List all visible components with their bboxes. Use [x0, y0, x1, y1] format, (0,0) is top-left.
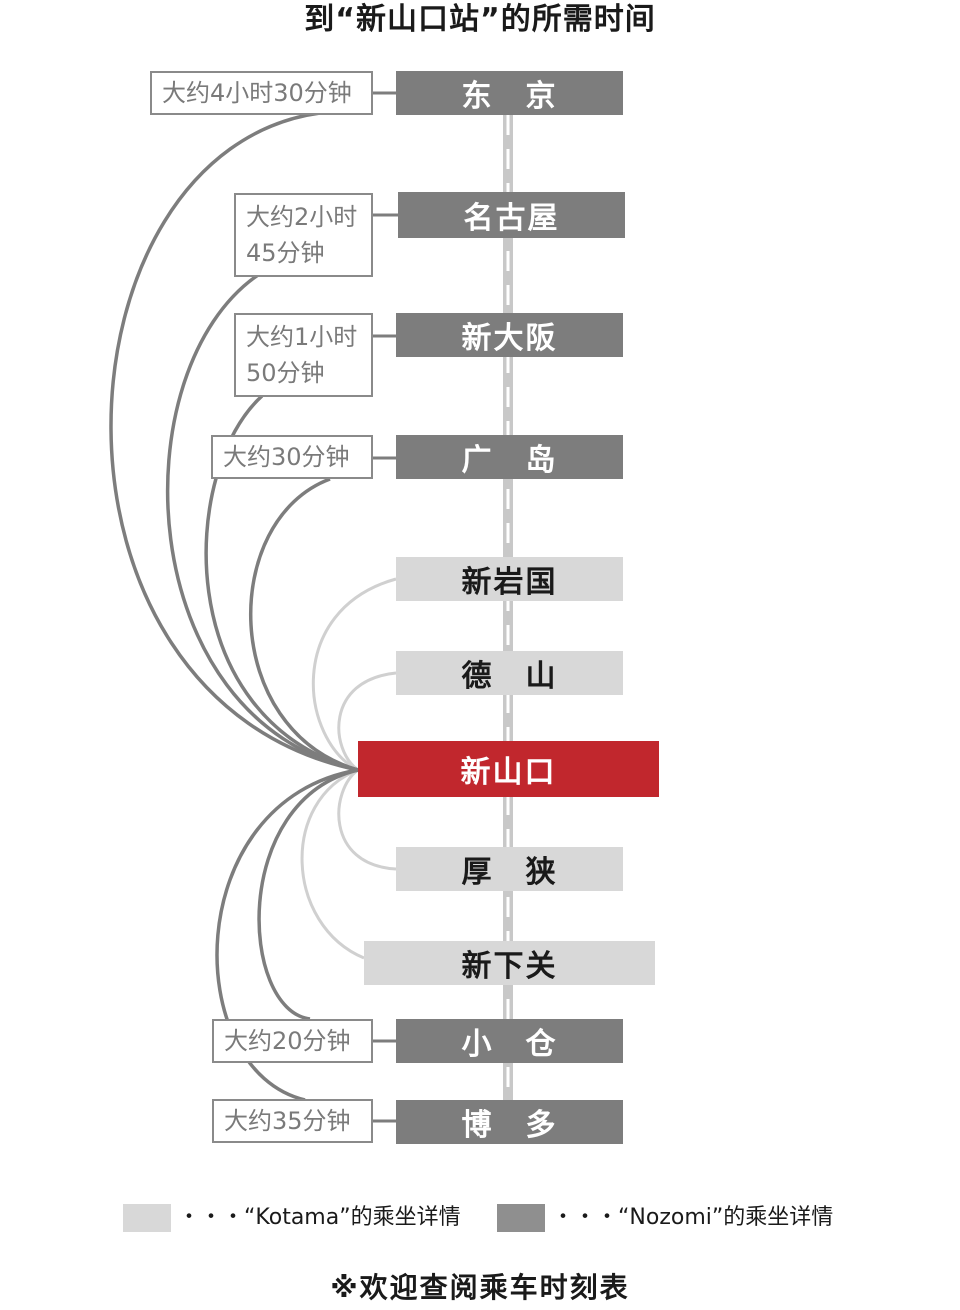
- time-hiroshima: 大约30分钟: [223, 443, 350, 471]
- station-shiniwakuni: 新岩国: [396, 557, 623, 601]
- diagram-title: 到“新山口站”的所需时间: [304, 2, 656, 37]
- time-box-kokura: 大约20分钟: [212, 1019, 373, 1063]
- station-hiroshima: 广 岛: [396, 435, 623, 479]
- connector-tokyo: [109, 111, 359, 772]
- station-tokyo: 东 京: [396, 71, 623, 115]
- time-box-shinosaka: 大约1小时 50分钟: [234, 313, 373, 397]
- time-shinosaka-line1: 大约1小时: [246, 323, 358, 351]
- time-kokura: 大约20分钟: [224, 1027, 351, 1055]
- connector-tokuyama: [337, 671, 397, 772]
- legend-label-nozomi: ・・・“Nozomi”的乘坐详情: [552, 1205, 834, 1230]
- station-kokura: 小 仓: [396, 1019, 623, 1063]
- legend-label-kodama: ・・・“Kotama”的乘坐详情: [178, 1205, 461, 1230]
- time-shinosaka-line2: 50分钟: [246, 359, 325, 387]
- time-hakata: 大约35分钟: [224, 1107, 351, 1135]
- connector-kokura: [257, 768, 359, 1021]
- station-nagoya: 名古屋: [398, 192, 625, 238]
- connector-nagoya: [165, 273, 359, 772]
- station-asa: 厚 狭: [396, 847, 623, 891]
- station-hakata: 博 多: [396, 1100, 623, 1144]
- time-nagoya-line1: 大约2小时: [246, 203, 358, 231]
- connector-hiroshima: [249, 477, 359, 772]
- connector-hakata: [215, 768, 359, 1102]
- station-shinosaka: 新大阪: [396, 313, 623, 357]
- legend-swatch-nozomi: [497, 1204, 545, 1232]
- station-shinshimonoseki: 新下关: [364, 941, 655, 985]
- connector-shinshimonoseki: [300, 768, 365, 960]
- station-shinyamaguchi: 新山口: [358, 741, 659, 797]
- time-box-hakata: 大约35分钟: [212, 1099, 373, 1143]
- time-tokyo: 大约4小时30分钟: [162, 79, 352, 107]
- time-box-tokyo: 大约4小时30分钟: [150, 71, 373, 115]
- time-nagoya-line2: 45分钟: [246, 239, 325, 267]
- connector-asa: [337, 768, 397, 871]
- connector-shiniwakuni: [311, 577, 397, 772]
- legend-swatch-kodama: [123, 1204, 171, 1232]
- timetable-note: ※欢迎查阅乘车时刻表: [330, 1271, 630, 1304]
- station-tokuyama: 德 山: [396, 651, 623, 695]
- time-box-nagoya: 大约2小时 45分钟: [234, 193, 373, 277]
- time-box-hiroshima: 大约30分钟: [211, 435, 373, 479]
